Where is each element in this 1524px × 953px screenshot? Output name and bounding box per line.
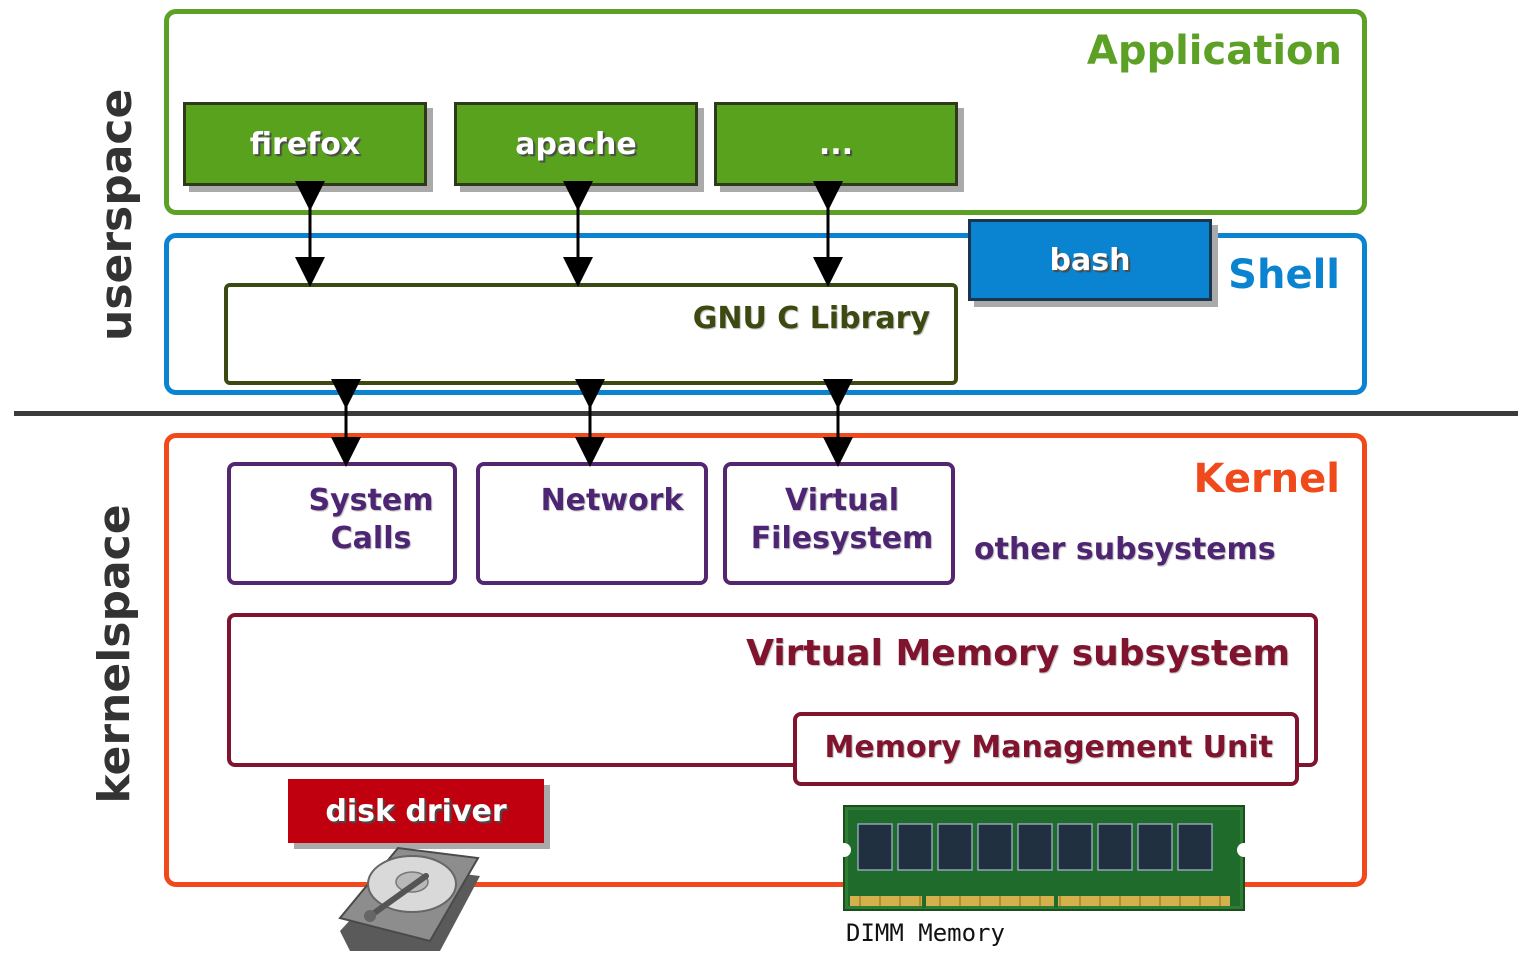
system-calls-box: System Calls xyxy=(227,462,457,585)
vfs-box: Virtual Filesystem xyxy=(723,462,955,585)
disk-driver-box: disk driver xyxy=(288,779,544,843)
mmu-label: Memory Management Unit xyxy=(824,730,1273,765)
kernel-layer: Kernel xyxy=(164,433,1367,887)
apache-box: apache xyxy=(454,102,698,186)
space-divider xyxy=(14,411,1518,416)
application-layer: Application xyxy=(164,9,1367,215)
other-subsystems-label: other subsystems xyxy=(974,532,1276,567)
shell-layer: Shell xyxy=(164,233,1367,395)
vm-subsystem-box: Virtual Memory subsystem xyxy=(227,613,1318,767)
glibc-box: GNU C Library xyxy=(224,283,958,385)
hard-disk-icon xyxy=(338,846,480,951)
application-title: Application xyxy=(1086,28,1342,74)
glibc-label: GNU C Library xyxy=(692,301,930,336)
dimm-memory-icon xyxy=(840,805,1250,911)
firefox-box: firefox xyxy=(183,102,427,186)
shell-title: Shell xyxy=(1228,252,1340,298)
vm-subsystem-label: Virtual Memory subsystem xyxy=(746,633,1290,674)
vfs-label: Virtual Filesystem xyxy=(750,483,934,556)
kernel-title: Kernel xyxy=(1193,456,1340,502)
bash-box: bash xyxy=(968,219,1212,301)
kernelspace-label: kernelspace xyxy=(89,504,140,804)
other-apps-box: ... xyxy=(714,102,958,186)
dimm-memory-label: DIMM Memory xyxy=(846,919,1005,947)
network-box: Network xyxy=(476,462,708,585)
system-calls-label: System Calls xyxy=(308,483,434,556)
userspace-label: userspace xyxy=(91,88,142,341)
mmu-box: Memory Management Unit xyxy=(793,712,1299,786)
network-label: Network xyxy=(540,483,684,518)
